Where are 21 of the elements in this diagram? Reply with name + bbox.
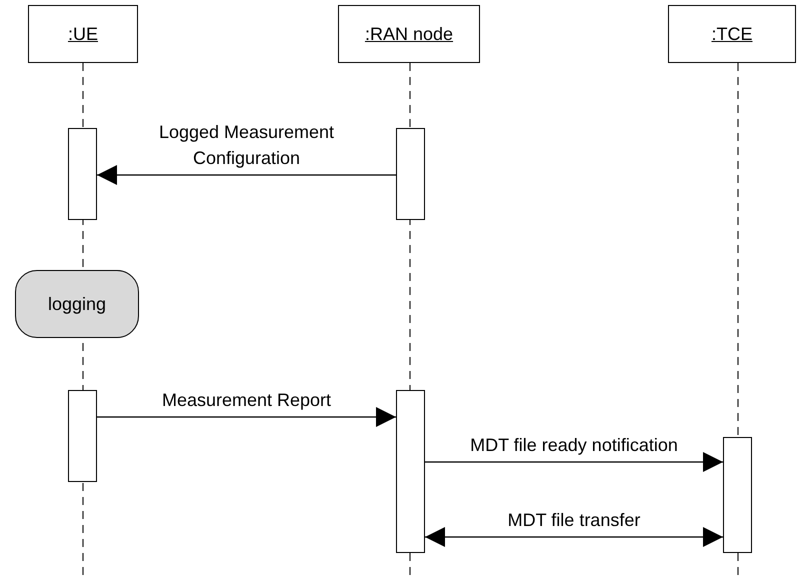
- node-label: :RAN node: [364, 24, 454, 44]
- node-label: logging: [48, 294, 106, 314]
- message-label: MDT file transfer: [506, 509, 642, 532]
- message-arrow: [97, 165, 396, 185]
- lifeline-header: [338, 5, 480, 63]
- node-label: :UE: [68, 24, 98, 44]
- activation-bar: [396, 390, 425, 553]
- activation-bar: [723, 437, 752, 553]
- activation-bar: [68, 390, 97, 482]
- activation-bar: [68, 128, 97, 220]
- message-label: Measurement Report: [160, 389, 332, 412]
- state-box: [15, 270, 139, 338]
- message-label: Logged Measurement Configuration: [158, 121, 336, 170]
- node-label: :TCE: [711, 24, 752, 44]
- message-arrow: [425, 452, 723, 472]
- message-arrow: [97, 407, 396, 427]
- message-label: MDT file ready notification: [469, 434, 679, 457]
- lifeline-header: [28, 5, 138, 63]
- message-arrow: [425, 527, 723, 547]
- activation-bar: [396, 128, 425, 220]
- lifeline-header: [668, 5, 796, 63]
